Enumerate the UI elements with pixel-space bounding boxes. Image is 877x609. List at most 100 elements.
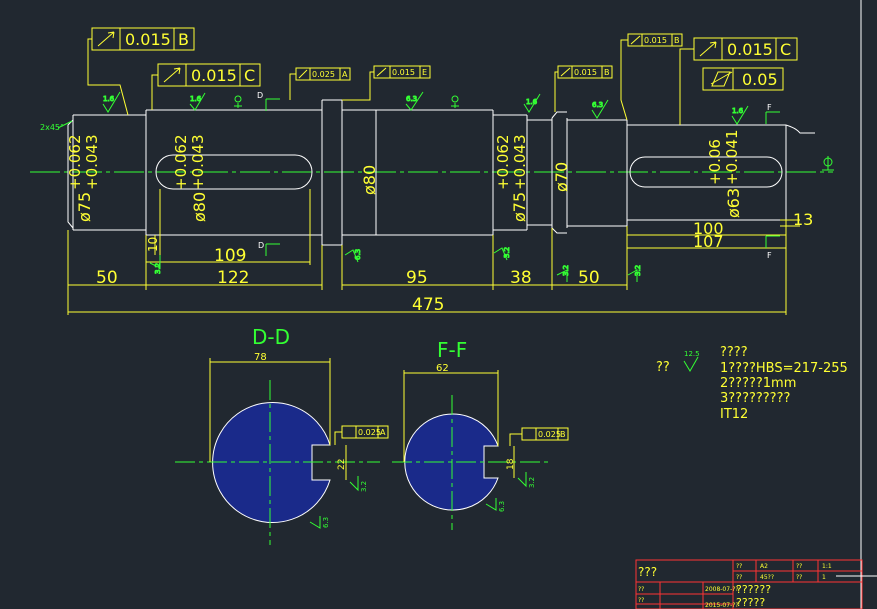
dim-107: 107 [693, 232, 724, 251]
svg-text:1.6: 1.6 [732, 107, 744, 115]
svg-text:0.025: 0.025 [312, 70, 335, 79]
dim-109: 109 [214, 246, 246, 266]
svg-text:6.3: 6.3 [354, 249, 362, 260]
keyway-right [629, 156, 783, 188]
dim-100: 100 [693, 219, 724, 238]
keyway-left [155, 154, 313, 190]
dim-122: 122 [217, 268, 249, 288]
svg-text:1????HBS=217-255: 1????HBS=217-255 [720, 361, 848, 376]
svg-text:3.2: 3.2 [528, 477, 536, 488]
svg-text:2008-07-??: 2008-07-?? [705, 586, 739, 593]
svg-text:+0.043: +0.043 [189, 134, 207, 190]
svg-text:F: F [767, 251, 772, 260]
svg-text:??: ?? [638, 597, 644, 604]
dia-label-d2: ø80 +0.062 +0.043 [172, 134, 209, 222]
svg-text:6.3: 6.3 [498, 501, 506, 512]
svg-text:0.015: 0.015 [191, 66, 237, 85]
svg-text:3.2: 3.2 [562, 265, 570, 276]
dim-38: 38 [510, 268, 532, 288]
section-dd: 78 22 0.025 A 3.2 6.3 [175, 352, 389, 545]
svg-text:+0.043: +0.043 [83, 134, 101, 190]
svg-text:6.3: 6.3 [592, 101, 603, 109]
svg-text:0.025: 0.025 [538, 430, 561, 439]
svg-text:??: ?? [796, 563, 802, 570]
tol-frame-5: 0.015 B [554, 65, 613, 112]
svg-text:0.015: 0.015 [125, 30, 171, 49]
svg-text:3?????????: 3????????? [720, 391, 790, 406]
svg-text:B: B [674, 36, 680, 45]
dia-label-d5: ø70 [552, 162, 571, 192]
svg-text:??: ?? [638, 586, 644, 593]
svg-text:3.2: 3.2 [503, 247, 511, 258]
tol-frame-4: 0.015 E [342, 65, 431, 101]
svg-text:+0.041: +0.041 [723, 129, 741, 185]
svg-text:A2: A2 [760, 563, 768, 570]
svg-text:ø80: ø80 [190, 192, 209, 222]
dia-label-d1: ø75 +0.062 +0.043 [66, 134, 101, 222]
svg-text:ø63: ø63 [724, 188, 743, 218]
svg-text:???: ??? [638, 565, 657, 579]
section-dd-title: D-D [252, 325, 290, 349]
dim-13: 13 [793, 210, 813, 229]
tol-frame-2: 0.015 C [151, 63, 261, 110]
svg-text:C: C [244, 66, 255, 85]
svg-text:ø75: ø75 [75, 192, 94, 222]
svg-text:A: A [342, 70, 348, 79]
title-block: ??? ?? A2 ?? 1:1 ?? 45?? ?? 1 ?? 2008-07… [635, 559, 877, 609]
svg-text:2015-07-??: 2015-07-?? [705, 602, 739, 609]
svg-text:3.2: 3.2 [634, 265, 642, 276]
dim-text-group: 50 122 109 10 95 38 50 100 107 475 13 [96, 210, 813, 315]
section-ff: 62 18 0.025 B 3.2 6.3 [392, 363, 569, 530]
svg-text:0.015: 0.015 [392, 68, 415, 77]
dia-label-d6: ø63 +0.06 +0.041 [706, 129, 743, 218]
dim-475: 475 [412, 295, 444, 315]
svg-text:0.05: 0.05 [742, 70, 778, 89]
dim-95: 95 [406, 268, 428, 288]
svg-text:45??: 45?? [760, 574, 774, 581]
tol-frame-7: 0.015 C 0.05 [679, 37, 798, 125]
svg-text:??: ?? [736, 574, 742, 581]
tol-frame-1: 0.015 B [87, 27, 195, 116]
svg-text:A: A [380, 428, 386, 437]
svg-text:??: ?? [796, 574, 802, 581]
tech-notes: ?? 12.5 ???? 1????HBS=217-255 2?????1mm … [656, 345, 848, 422]
svg-text:E: E [422, 68, 427, 77]
svg-text:0.015: 0.015 [644, 36, 667, 45]
svg-text:??????: ?????? [736, 583, 771, 596]
svg-text:0.025: 0.025 [358, 428, 381, 437]
svg-text:+0.043: +0.043 [511, 134, 529, 190]
svg-text:2?????1mm: 2?????1mm [720, 376, 796, 391]
svg-text:+0.062: +0.062 [172, 134, 190, 190]
svg-text:1.6: 1.6 [103, 95, 115, 103]
svg-text:ø80: ø80 [360, 165, 379, 195]
svg-text:F: F [767, 103, 772, 112]
svg-text:C: C [780, 40, 791, 59]
dia-label-d3: ø80 [360, 165, 379, 195]
svg-text:1.6: 1.6 [190, 95, 202, 103]
section-ff-title: F-F [437, 338, 467, 362]
dim-10: 10 [146, 237, 160, 252]
chamfer-leader [57, 120, 73, 129]
svg-text:D: D [258, 241, 264, 250]
svg-text:0.015: 0.015 [727, 40, 773, 59]
svg-text:D: D [257, 91, 263, 100]
svg-text:ø70: ø70 [552, 162, 571, 192]
svg-text:1: 1 [822, 574, 826, 581]
svg-text:??: ?? [656, 360, 670, 375]
svg-text:3.2: 3.2 [154, 263, 162, 274]
chamfer-label: 2x45° [40, 123, 64, 132]
svg-text:78: 78 [254, 352, 267, 363]
svg-text:ø75: ø75 [510, 192, 529, 222]
svg-text:+0.062: +0.062 [66, 134, 84, 190]
dia-label-d4: ø75 +0.062 +0.043 [494, 134, 529, 222]
svg-text:B: B [560, 430, 566, 439]
svg-text:12.5: 12.5 [684, 350, 700, 358]
svg-text:+0.062: +0.062 [494, 134, 512, 190]
svg-text:62: 62 [436, 363, 449, 374]
svg-text:22: 22 [337, 459, 347, 470]
svg-text:?????: ????? [736, 596, 765, 609]
svg-text:1:1: 1:1 [822, 563, 832, 570]
svg-text:IT12: IT12 [720, 407, 748, 422]
svg-text:0.015: 0.015 [574, 68, 597, 77]
